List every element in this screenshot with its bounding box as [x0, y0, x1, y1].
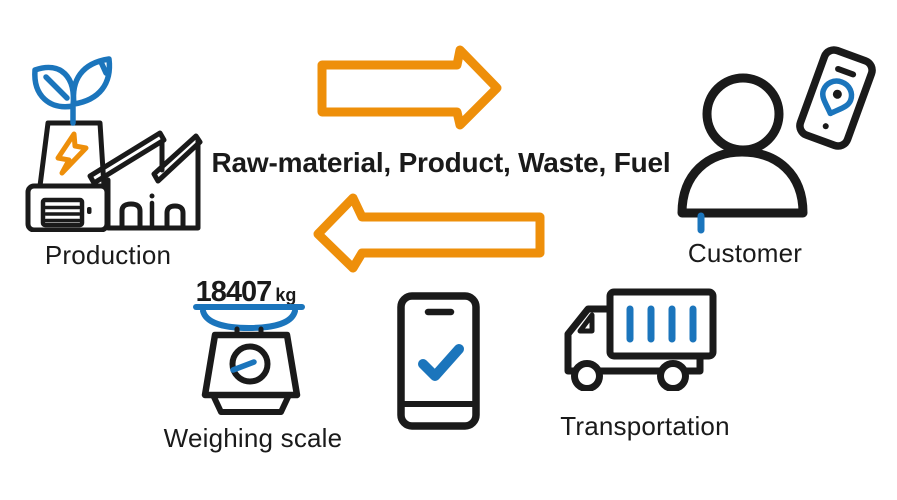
truck-wheel-rear [657, 360, 689, 391]
location-pin-icon [820, 78, 855, 117]
truck-cab [564, 305, 704, 375]
person-body [677, 147, 808, 218]
truck-window [577, 312, 595, 334]
person-with-location-phone-icon [677, 46, 876, 234]
phone-home-dot [822, 123, 829, 130]
weighing-scale-label: Weighing scale [163, 423, 343, 453]
truck-cargo-box [606, 288, 717, 360]
phone-body [397, 292, 480, 430]
scale-reading-unit: kg [275, 285, 297, 305]
arrow-left-icon [313, 193, 545, 273]
factory-roof-2 [151, 133, 203, 184]
production-label: Production [44, 240, 172, 270]
truck-wheel-front [571, 360, 603, 391]
location-phone [796, 46, 876, 150]
factory-door-2 [164, 203, 186, 231]
scale-reading-value: 18407 [195, 276, 273, 308]
factory-door-1 [119, 201, 143, 231]
scale-needle [230, 359, 257, 373]
customer-label: Customer [687, 238, 803, 268]
factory-roof-1 [87, 130, 167, 186]
factory-dot [87, 207, 92, 214]
lightning-icon [55, 131, 89, 176]
phone-speaker [835, 65, 857, 78]
flow-label: Raw-material, Product, Waste, Fuel [211, 147, 671, 178]
delivery-truck-icon [564, 288, 717, 391]
truck-cargo-slats [626, 305, 697, 343]
factory-pillar-dot [149, 193, 155, 199]
phone-body [796, 46, 876, 150]
checkmark-icon [418, 344, 464, 381]
garage-door [40, 197, 85, 228]
arrow-right-icon [317, 45, 502, 130]
factory-chimney [37, 120, 107, 189]
weighing-scale-icon [193, 304, 305, 415]
phone-checkmark-icon [397, 292, 480, 430]
leaves-icon [32, 56, 113, 126]
scale-foot [210, 392, 292, 415]
scale-dial [229, 343, 271, 385]
location-pin-dot [832, 89, 842, 99]
scale-tray-bowl [200, 308, 298, 331]
person-head [702, 73, 784, 155]
factory-with-leaves-icon [25, 56, 203, 232]
scale-body [201, 331, 301, 399]
transportation-label: Transportation [560, 411, 730, 441]
garage-door-slats [44, 205, 81, 223]
